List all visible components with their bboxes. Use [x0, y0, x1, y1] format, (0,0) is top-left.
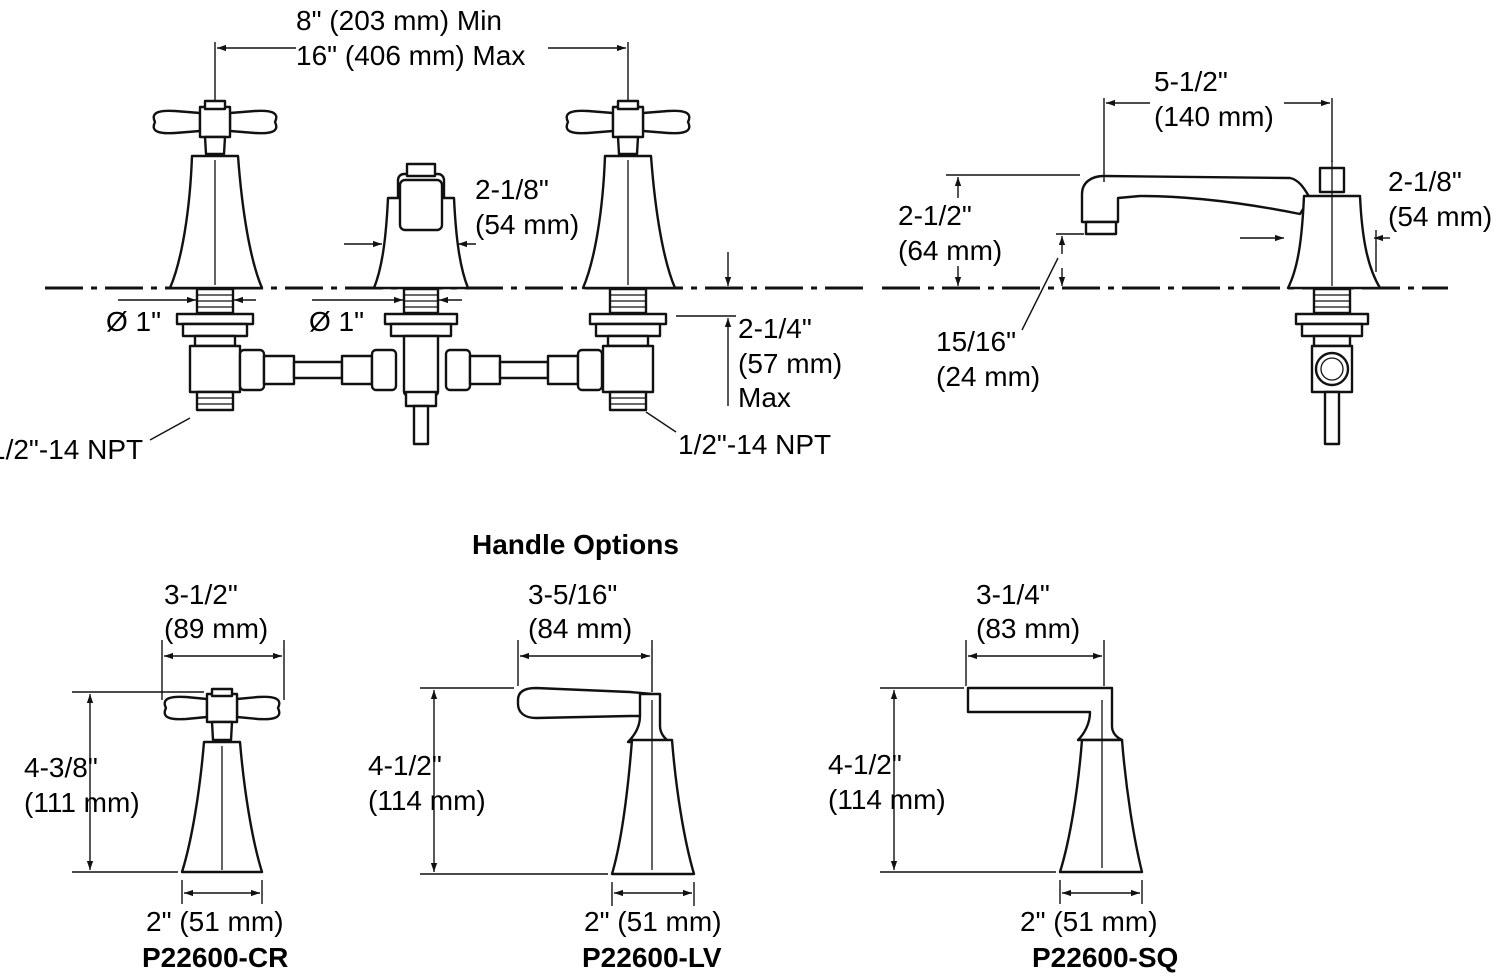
sq-height-in-label: 4-1/2" [828, 749, 902, 780]
front-view: 8" (203 mm) Min 16" (406 mm) Max 2-1/8" … [0, 5, 870, 465]
cr-model-label: P22600-CR [142, 942, 288, 973]
spread-min-label: 8" (203 mm) Min [296, 5, 502, 36]
left-cross-handle [152, 99, 278, 412]
aerator-in-label: 15/16" [936, 326, 1016, 357]
lv-base-label: 2" (51 mm) [584, 906, 722, 937]
sq-base-label: 2" (51 mm) [1020, 906, 1158, 937]
left-diameter-label: Ø 1" [106, 306, 161, 337]
right-shank [588, 287, 668, 412]
handle-option-cr: 3-1/2" (89 mm) 4-3/8" (111 mm) 2" (51 mm… [24, 579, 288, 973]
side-height-mm-label: (54 mm) [1388, 201, 1492, 232]
right-cross-handle [565, 99, 691, 412]
reach-in-label: 5-1/2" [1154, 66, 1228, 97]
shank-length-mm-label: (57 mm) [738, 348, 842, 379]
cr-base-label: 2" (51 mm) [146, 906, 284, 937]
shank-length-max-label: Max [738, 382, 791, 413]
sq-model-label: P22600-SQ [1032, 942, 1178, 973]
sq-width-in-label: 3-1/4" [976, 579, 1050, 610]
cr-height-mm-label: (111 mm) [24, 787, 140, 818]
center-spout-front [372, 162, 470, 446]
left-npt-label: 1/2"-14 NPT [0, 434, 143, 465]
cr-width-mm-label: (89 mm) [164, 613, 268, 644]
reach-mm-label: (140 mm) [1154, 101, 1274, 132]
handle-options-title: Handle Options [472, 529, 679, 560]
side-body [1286, 194, 1382, 290]
cr-height-in-label: 4-3/8" [24, 752, 98, 783]
handle-option-lv: 3-5/16" (84 mm) 4-1/2" (114 mm) 2" (51 m… [368, 579, 722, 973]
spout-profile [1080, 174, 1312, 224]
lv-width-mm-label: (84 mm) [528, 613, 632, 644]
supply-tubes [238, 348, 604, 392]
spout-clearance-in-label: 2-1/2" [898, 200, 972, 231]
lv-height-in-label: 4-1/2" [368, 750, 442, 781]
cr-width-in-label: 3-1/2" [164, 579, 238, 610]
spout-height-mm-label: (54 mm) [475, 209, 579, 240]
center-diameter-label: Ø 1" [309, 306, 364, 337]
lv-width-in-label: 3-5/16" [528, 579, 617, 610]
sq-height-mm-label: (114 mm) [828, 784, 946, 815]
handle-option-sq: 3-1/4" (83 mm) 4-1/2" (114 mm) 2" (51 mm… [828, 579, 1178, 973]
left-shank [175, 287, 255, 412]
aerator-mm-label: (24 mm) [936, 361, 1040, 392]
spout-clearance-mm-label: (64 mm) [898, 235, 1002, 266]
spout-height-in-label: 2-1/8" [475, 174, 549, 205]
shank-length-in-label: 2-1/4" [738, 313, 812, 344]
right-npt-label: 1/2"-14 NPT [678, 429, 831, 460]
side-height-in-label: 2-1/8" [1388, 166, 1462, 197]
lv-height-mm-label: (114 mm) [368, 785, 486, 816]
lv-model-label: P22600-LV [582, 942, 722, 973]
spread-max-label: 16" (406 mm) Max [296, 40, 525, 71]
side-view: 5-1/2" (140 mm) 2-1/2" (64 mm) 15/16" (2… [882, 66, 1492, 446]
sq-width-mm-label: (83 mm) [976, 613, 1080, 644]
